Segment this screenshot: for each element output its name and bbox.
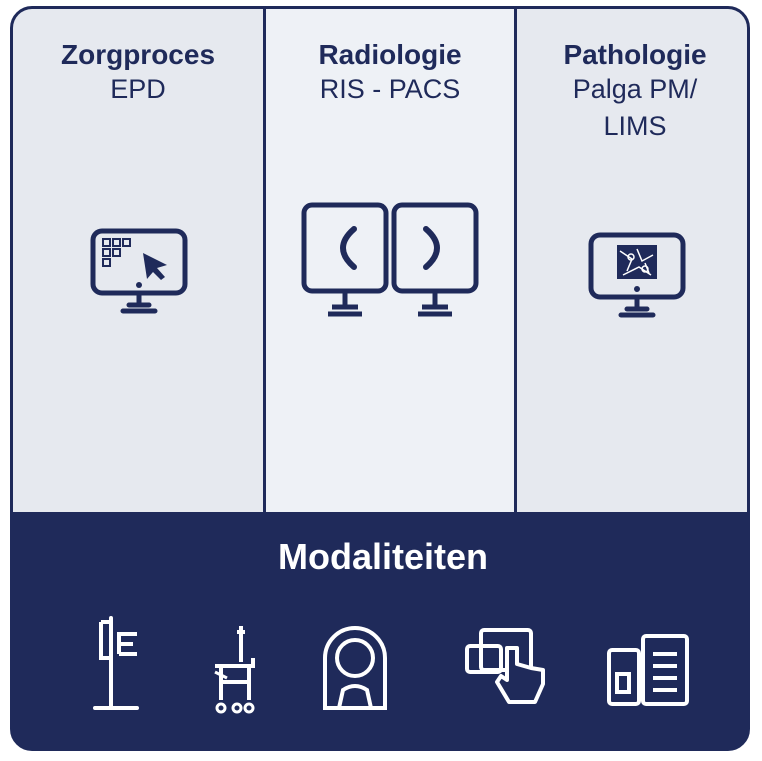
column-zorgproces: Zorgproces EPD [13, 9, 263, 512]
column-subtitle: RIS - PACS [319, 74, 461, 104]
modalities-panel: Modaliteiten [13, 512, 747, 748]
column-title: Radiologie [318, 39, 462, 70]
monitor-cursor-icon [90, 228, 188, 314]
mri-scanner-icon [323, 626, 387, 710]
column-title: Zorgproces [60, 39, 216, 70]
monitor-microscopy-icon [588, 232, 686, 318]
column-pathologie: Pathologie Palga PM/ LIMS [517, 9, 747, 512]
xray-stand-icon [93, 616, 139, 710]
column-subtitle-line-2: LIMS [603, 111, 667, 141]
modalities-title: Modaliteiten [277, 536, 488, 577]
touch-screen-icon [465, 628, 545, 704]
column-radiologie: Radiologie RIS - PACS [266, 9, 514, 512]
column-title: Pathologie [563, 39, 707, 70]
ultrasound-cart-icon [214, 626, 255, 714]
column-subtitle: EPD [110, 74, 166, 104]
document-panel-icon [607, 634, 689, 706]
dual-monitor-scan-icon [301, 202, 479, 317]
diagram-frame: Zorgproces EPD Radiologie RIS - PACS P [10, 6, 750, 751]
column-subtitle-line-1: Palga PM/ [572, 74, 698, 104]
